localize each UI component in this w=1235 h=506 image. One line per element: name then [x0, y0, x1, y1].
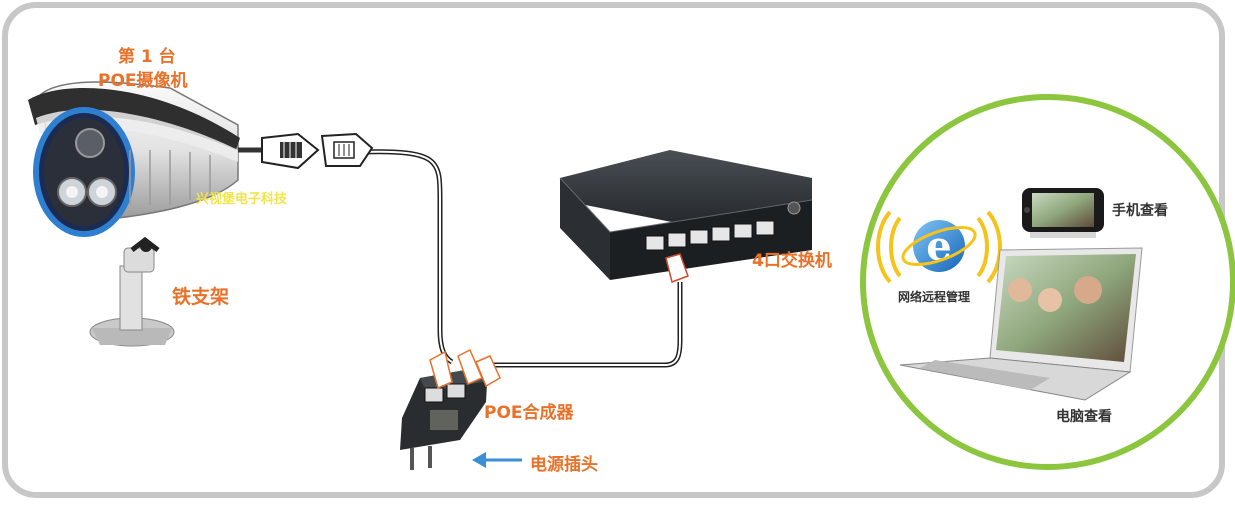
- bracket-label: 铁支架: [172, 286, 230, 308]
- poe-injector: [400, 348, 501, 470]
- camera-title-line2: POE摄像机: [98, 71, 188, 91]
- power-plug-label: 电源插头: [530, 455, 598, 475]
- laptop-icon: [899, 247, 1143, 401]
- switch-label: 4口交换机: [752, 251, 832, 271]
- internet-explorer-icon: e: [876, 210, 1002, 284]
- cable-injector-to-switch: [490, 282, 683, 368]
- poe-camera: [28, 81, 262, 237]
- network-switch: [559, 150, 813, 283]
- poe-injector-label: POE合成器: [484, 403, 574, 423]
- camera-brand-text: 兴视堡电子科技: [196, 192, 288, 207]
- ie-label: 网络远程管理: [898, 290, 971, 304]
- camera-title-line1: 第 1 台: [118, 47, 176, 67]
- phone-icon: [1022, 188, 1104, 238]
- laptop-label: 电脑查看: [1056, 409, 1112, 425]
- iron-bracket: [89, 236, 175, 347]
- phone-label: 手机查看: [1112, 203, 1168, 219]
- rj45-connector-male: [261, 132, 320, 170]
- power-arrow: [472, 452, 522, 468]
- cable-camera-to-injector: [359, 149, 454, 365]
- rj45-connector-female: [320, 132, 374, 167]
